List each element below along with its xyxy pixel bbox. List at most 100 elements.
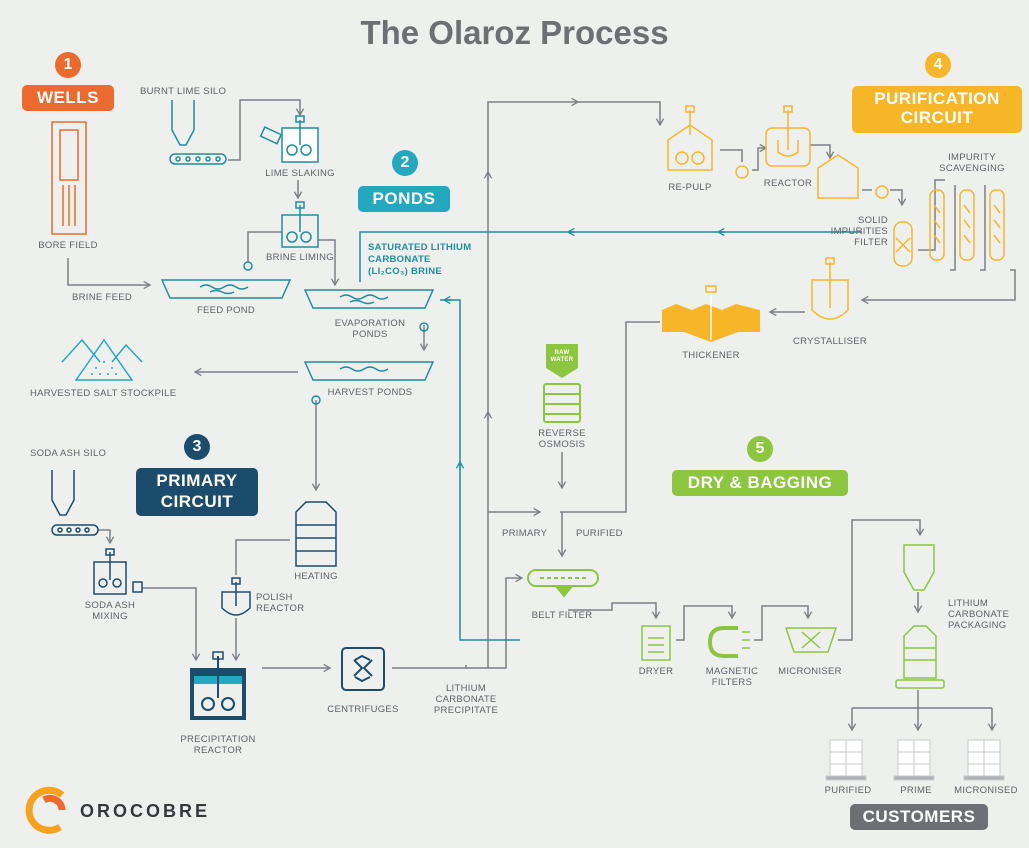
polish-reactor-label-line2: REACTOR — [256, 603, 305, 614]
belt-filter-label: BELT FILTER — [531, 610, 593, 621]
bag-stack-prime-icon — [893, 739, 935, 781]
section-badge-dry: DRY & BAGGING — [672, 470, 848, 496]
step-number-dry: 5 — [747, 436, 773, 462]
precipitation-reactor-label-line2: REACTOR — [193, 745, 243, 756]
packaging-label-line1: LITHIUM — [948, 598, 989, 609]
polish-reactor-icon — [221, 577, 251, 616]
precipitation-reactor-icon — [190, 651, 246, 720]
impurity-scavenging-label-line2: SCAVENGING — [939, 163, 1005, 174]
packaging-label-line2: CARBONATE — [948, 609, 1010, 620]
dryer-label: DRYER — [638, 666, 674, 677]
lime-slaking-icon — [259, 115, 319, 163]
bore-field-icon — [51, 121, 87, 235]
brine-feed-label: BRINE FEED — [72, 292, 133, 303]
purification-label-line2: CIRCUIT — [900, 108, 974, 127]
re-pulp-label: RE-PULP — [668, 182, 712, 193]
brine-liming-label: BRINE LIMING — [266, 252, 334, 263]
reactor-label: REACTOR — [763, 178, 813, 189]
section-badge-primary: PRIMARY CIRCUIT — [136, 468, 258, 516]
soda-ash-silo-label: SODA ASH SILO — [30, 448, 107, 459]
purified-stream-label: PURIFIED — [576, 528, 623, 539]
polish-reactor-label-line1: POLISH — [256, 592, 293, 603]
salt-stockpile-icon — [61, 338, 143, 381]
customer-prime-label: PRIME — [900, 785, 932, 796]
brine-liming-icon — [281, 201, 319, 248]
lcp-label-line2: CARBONATE — [435, 694, 497, 705]
reverse-osmosis-label-line2: OSMOSIS — [538, 439, 586, 450]
bore-field-label: BORE FIELD — [38, 240, 98, 251]
step-number-wells: 1 — [55, 52, 81, 78]
impurity-scavenging-label-line1: IMPURITY — [948, 152, 996, 163]
intermediate-tank-icon — [817, 154, 889, 199]
reverse-osmosis-label-line1: REVERSE — [538, 428, 586, 439]
feed-pond-label: FEED POND — [196, 305, 256, 316]
reverse-osmosis-icon — [543, 383, 581, 423]
lime-slaking-label: LIME SLAKING — [265, 168, 335, 179]
harvest-ponds-label: HARVEST PONDS — [327, 387, 413, 398]
centrifuges-label: CENTRIFUGES — [327, 704, 399, 715]
primary-label-line1: PRIMARY — [156, 471, 238, 490]
customer-micronised-label: MICRONISED — [954, 785, 1018, 796]
soda-ash-mixing-label-line1: SODA ASH — [84, 600, 136, 611]
sif-label-line1: SOLID — [857, 215, 888, 226]
heating-label: HEATING — [294, 571, 338, 582]
step-number-primary: 3 — [184, 434, 210, 460]
customer-purified-label: PURIFIED — [824, 785, 872, 796]
soda-ash-silo-icon — [51, 470, 99, 536]
bag-stack-micronised-icon — [963, 739, 1005, 781]
orocobre-logo-icon — [25, 786, 66, 834]
section-badge-purification: PURIFICATION CIRCUIT — [852, 86, 1022, 133]
brine-return-lines — [359, 227, 862, 641]
saturated-brine-label-line3: (Li₂CO₃) BRINE — [368, 266, 443, 277]
microniser-label: MICRONISER — [778, 666, 842, 677]
evaporation-pond-icon — [303, 289, 435, 332]
precipitation-reactor-label-line1: PRECIPITATION — [180, 734, 256, 745]
soda-ash-mixing-icon — [93, 548, 143, 595]
burnt-lime-silo-label: BURNT LIME SILO — [140, 86, 227, 97]
brand-wordmark: OROCOBRE — [80, 801, 211, 821]
centrifuges-icon — [341, 647, 385, 691]
thickener-label: THICKENER — [682, 350, 740, 361]
sif-label-line2: IMPURITIES — [830, 226, 888, 237]
microniser-icon — [784, 627, 838, 653]
burnt-lime-silo-icon — [169, 100, 227, 165]
harvested-salt-label: HARVESTED SALT STOCKPILE — [30, 388, 177, 399]
evaporation-ponds-label-line1: EVAPORATION — [334, 318, 406, 329]
process-lines — [67, 97, 1016, 732]
step-number-purification: 4 — [925, 52, 951, 78]
section-badge-wells: WELLS — [22, 85, 114, 111]
heating-tank-icon — [295, 501, 337, 567]
impurity-scavenging-columns-icon — [929, 189, 1005, 261]
page-title: The Olaroz Process — [360, 14, 669, 51]
packaging-label-line3: PACKAGING — [948, 620, 1007, 631]
magnetic-filters-icon — [707, 626, 750, 658]
soda-ash-mixing-label-line2: MIXING — [92, 611, 128, 622]
section-badge-ponds: PONDS — [358, 186, 450, 212]
raw-water-icon — [546, 344, 578, 378]
sif-label-line3: FILTER — [854, 237, 888, 248]
section-badge-customers: CUSTOMERS — [850, 804, 988, 830]
saturated-brine-label-line2: CARBONATE — [368, 254, 431, 265]
bag-stack-purified-icon — [825, 739, 867, 781]
belt-filter-icon — [527, 569, 599, 598]
step-number-ponds: 2 — [392, 150, 418, 176]
dryer-icon — [641, 625, 671, 661]
primary-stream-label: PRIMARY — [502, 528, 548, 539]
feed-pond-icon — [160, 261, 292, 299]
packaging-silo-icon — [895, 544, 945, 689]
primary-label-line2: CIRCUIT — [160, 492, 234, 511]
harvest-pond-icon — [303, 361, 435, 405]
purification-label-line1: PURIFICATION — [874, 89, 1000, 108]
evaporation-ponds-label-line2: PONDS — [352, 329, 388, 340]
raw-water-label-line2: WATER — [550, 357, 574, 363]
raw-water-label-line1: RAW — [554, 350, 570, 356]
solid-impurities-filter-icon — [893, 221, 913, 267]
re-pulp-icon — [667, 105, 749, 179]
saturated-brine-label-line1: SATURATED LITHIUM — [368, 242, 472, 253]
magnetic-filters-label-line2: FILTERS — [711, 677, 753, 688]
reactor-icon — [765, 105, 811, 167]
thickener-icon — [662, 285, 760, 342]
crystalliser-label: CRYSTALLISER — [793, 336, 867, 347]
